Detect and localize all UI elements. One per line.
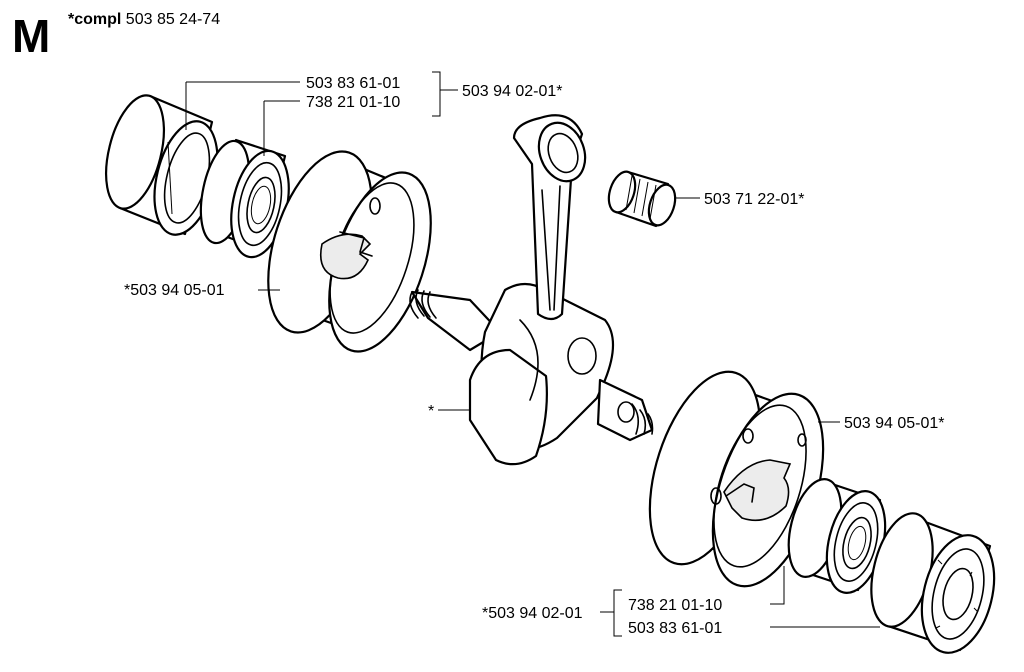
- label-bottom-a: 738 21 01-10: [628, 597, 722, 614]
- label-left-flywheel-half: *503 94 05-01: [124, 282, 225, 299]
- section-letter: M: [12, 10, 50, 62]
- seal-ring-left: [105, 94, 219, 236]
- crank-half-left: [267, 150, 432, 353]
- label-bottom-group: *503 94 02-01: [482, 605, 583, 622]
- compl-note: *compl 503 85 24-74: [68, 11, 220, 28]
- crankshaft: [409, 114, 654, 466]
- label-crankshaft: *: [428, 403, 434, 420]
- label-top-left-b: 738 21 01-10: [306, 94, 400, 111]
- needle-bearing: [607, 170, 677, 228]
- seal-ring-right: [870, 512, 996, 654]
- ball-bearing-left: [199, 138, 290, 259]
- label-top-left-a: 503 83 61-01: [306, 75, 400, 92]
- label-bottom-b: 503 83 61-01: [628, 620, 722, 637]
- compl-prefix: *compl: [68, 11, 121, 28]
- label-right-flywheel-half: 503 94 05-01*: [844, 415, 945, 432]
- label-top-left-group: 503 94 02-01*: [462, 83, 563, 100]
- leader-lines: [185, 71, 880, 637]
- compl-number: 503 85 24-74: [126, 11, 220, 28]
- ball-bearing-right: [787, 478, 887, 594]
- label-needle-bearing: 503 71 22-01*: [704, 191, 805, 208]
